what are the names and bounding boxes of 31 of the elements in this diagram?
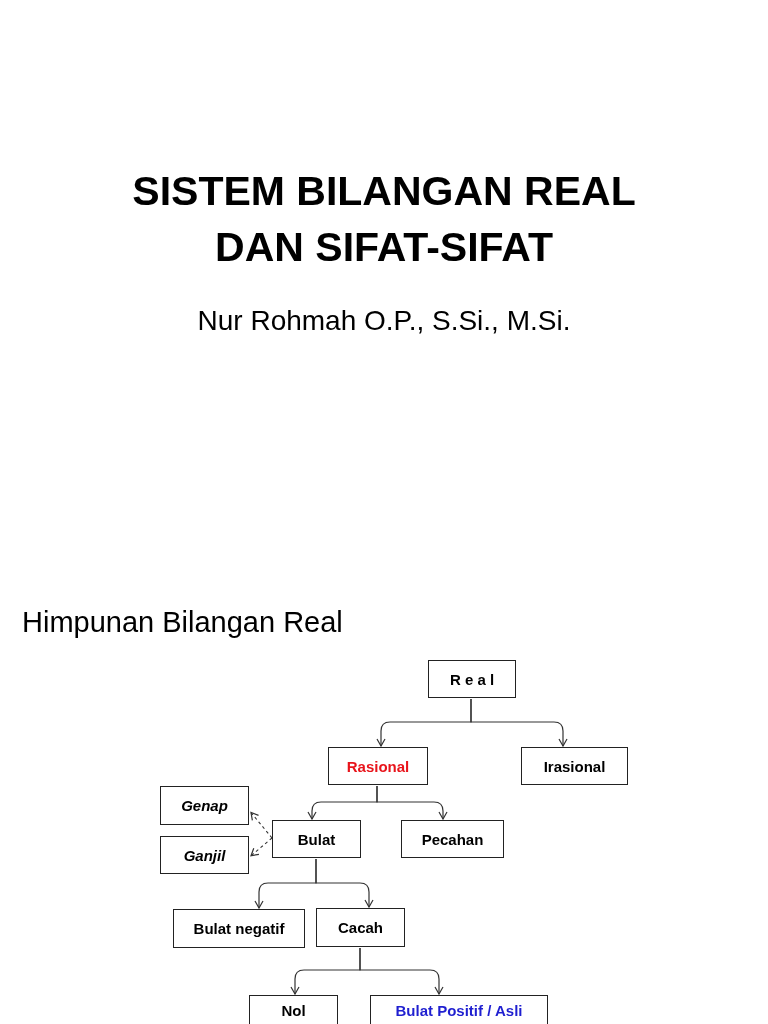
branch-arrow bbox=[470, 698, 568, 747]
category-box bbox=[521, 747, 628, 785]
box-label: Bulat bbox=[297, 830, 336, 848]
box-label: Cacah bbox=[338, 919, 383, 936]
author-line: Nur Rohmah O.P., S.Si., M.Si. bbox=[196, 305, 572, 337]
category-box bbox=[272, 820, 361, 858]
box-label: Bulat negatif bbox=[193, 920, 285, 937]
category-box bbox=[401, 820, 504, 858]
section-heading: Himpunan Bilangan Real bbox=[22, 606, 343, 639]
category-box bbox=[328, 747, 428, 785]
category-box bbox=[160, 836, 249, 874]
box-label: Bulat Positif / Asli bbox=[395, 1002, 523, 1019]
category-box bbox=[173, 909, 305, 948]
category-box bbox=[316, 908, 405, 947]
category-box bbox=[428, 660, 516, 698]
branch-arrow bbox=[376, 785, 448, 820]
dashed-arrow bbox=[250, 837, 273, 857]
box-label: Genap bbox=[181, 797, 228, 814]
branch-arrow bbox=[315, 858, 374, 908]
dashed-arrow bbox=[250, 811, 273, 839]
branch-arrow bbox=[359, 947, 444, 995]
box-label: Irasional bbox=[543, 757, 606, 775]
box-label: Pecahan bbox=[421, 830, 484, 848]
box-label: Rasional bbox=[346, 757, 410, 775]
category-box bbox=[249, 995, 338, 1024]
box-label: Ganjil bbox=[183, 846, 226, 864]
box-label: Nol bbox=[281, 1002, 306, 1019]
slide-title: SISTEM BILANGAN REAL DAN SIFAT-SIFAT bbox=[131, 167, 637, 272]
box-label: R e a l bbox=[449, 670, 495, 688]
category-box bbox=[370, 995, 548, 1024]
category-box bbox=[160, 786, 249, 825]
